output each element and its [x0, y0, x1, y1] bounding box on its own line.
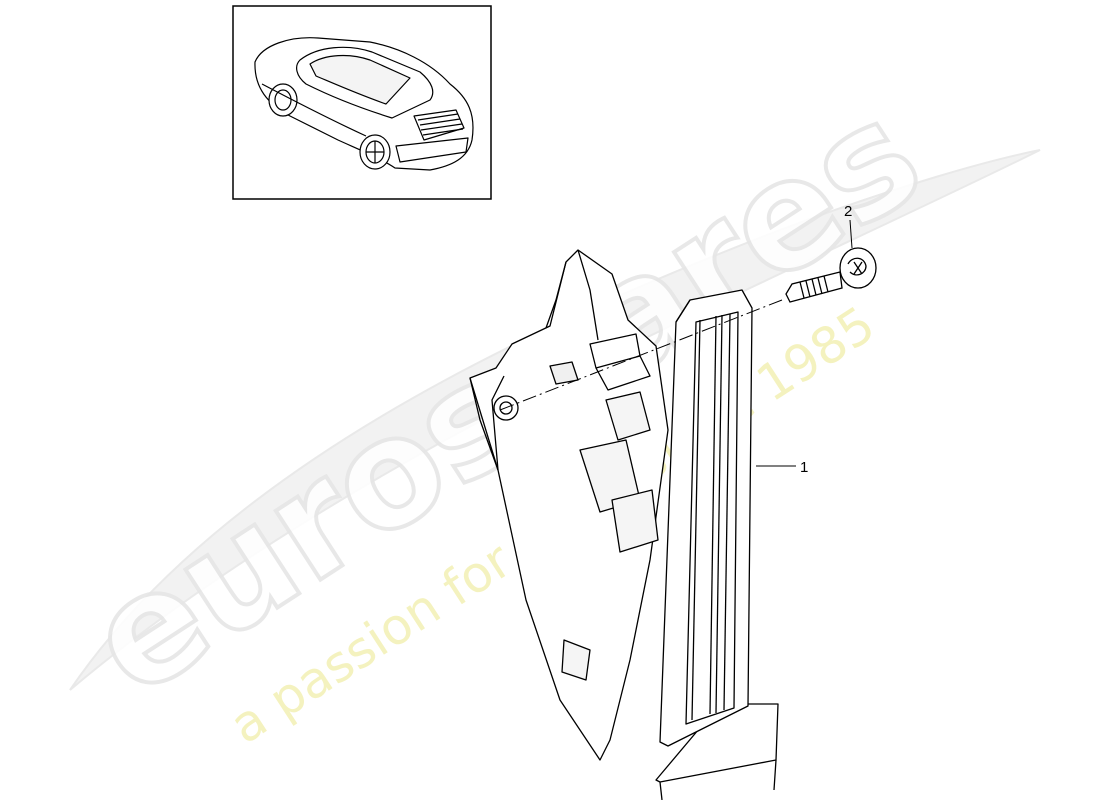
- assembly-centerline: [499, 299, 783, 411]
- pedal-housing: [469, 249, 669, 761]
- screw-part: [785, 247, 877, 303]
- accelerator-pedal: [469, 249, 779, 800]
- callout-2-leader: [849, 219, 853, 249]
- callout-2-label: 2: [844, 203, 852, 220]
- vehicle-thumbnail: [232, 5, 492, 200]
- car-rear-view-icon: [254, 37, 474, 171]
- callout-1-label: 1: [800, 459, 808, 476]
- watermark-swoosh: [69, 149, 1041, 691]
